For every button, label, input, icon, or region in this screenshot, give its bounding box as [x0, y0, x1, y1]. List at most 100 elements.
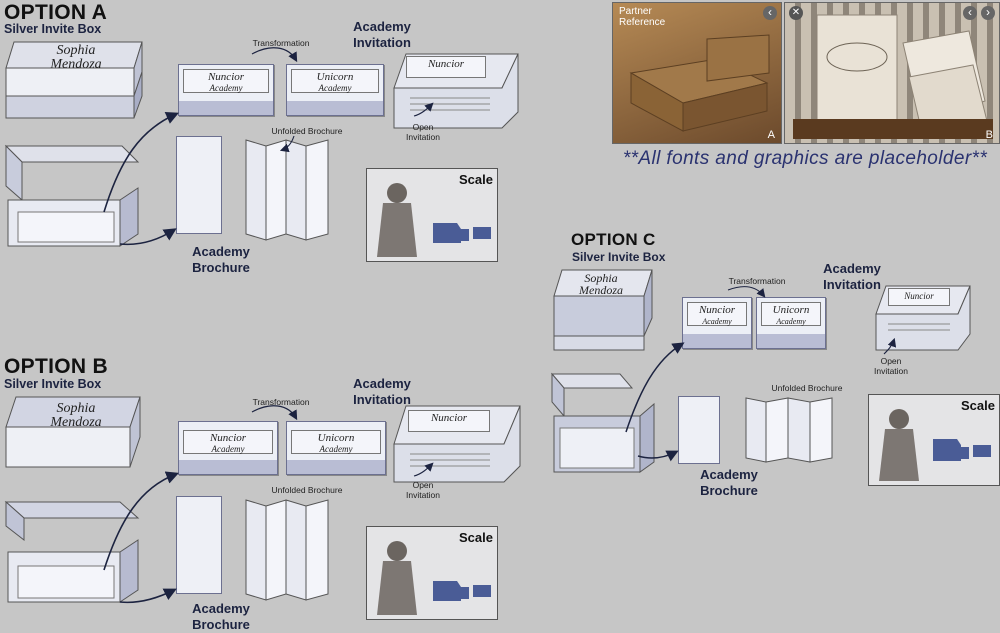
label-line: Brochure	[192, 260, 250, 275]
academy-invitation-label-a: Academy Invitation	[346, 19, 418, 51]
box-name-c: Sophia Mendoza	[566, 272, 636, 296]
photo-b-close-button[interactable]: ✕	[789, 6, 803, 20]
label-line: Reference	[619, 17, 666, 28]
label-line: Invitation	[405, 132, 441, 142]
card-subtitle: Academy	[702, 317, 732, 326]
box-name-line1: Sophia	[56, 43, 96, 58]
label-line: Academy	[700, 467, 758, 482]
reference-photo-a: Partner Reference ‹ A	[612, 2, 782, 144]
label-line: Brochure	[192, 617, 250, 632]
option-b-subtitle: Silver Invite Box	[4, 377, 102, 391]
label-line: Open	[412, 480, 434, 490]
label-line: Invitation	[353, 392, 411, 407]
label-line: Invitation	[873, 366, 909, 376]
box-name-line1: Sophia	[56, 401, 96, 416]
photo-a-letter: A	[767, 129, 775, 141]
photo-a-prev-button[interactable]: ‹	[763, 6, 777, 20]
label-line: Open	[880, 356, 902, 366]
gold-box-photo	[629, 34, 770, 132]
option-b-title: OPTION B	[4, 355, 108, 378]
unfolded-brochure-a	[245, 139, 329, 241]
box-name-line1: Sophia	[584, 271, 618, 285]
open-invitation-label-c: Open Invitation	[866, 356, 916, 376]
scale-title-a: Scale	[459, 172, 493, 187]
card-subtitle: Academy	[319, 444, 353, 454]
label-line: Academy	[823, 261, 881, 276]
unfolded-brochure-label-b: Unfolded Brochure	[271, 485, 343, 495]
box-name-line2: Mendoza	[579, 283, 623, 297]
box-name-line2: Mendoza	[50, 415, 102, 430]
label-line: Invitation	[353, 35, 411, 50]
scale-title-b: Scale	[459, 530, 493, 545]
unfolded-brochure-label-c: Unfolded Brochure	[771, 383, 843, 393]
label-line: Academy	[192, 244, 250, 259]
label-line: Invitation	[405, 490, 441, 500]
card-title: Nuncior	[209, 432, 247, 444]
option-c-title: OPTION C	[571, 230, 656, 249]
open-box-a	[4, 144, 140, 247]
academy-brochure-label-c: Academy Brochure	[692, 467, 766, 499]
transformation-label-c: Transformation	[728, 276, 786, 286]
academy-invitation-label-c: Academy Invitation	[820, 261, 884, 293]
card-subtitle: Academy	[776, 317, 806, 326]
card-title: Nuncior	[698, 304, 736, 316]
photo-b-letter: B	[985, 129, 993, 141]
placeholder-note: **All fonts and graphics are placeholder…	[622, 148, 988, 169]
label-line: Partner	[619, 6, 652, 17]
scale-figure-a	[377, 183, 491, 257]
card-title: Unicorn	[317, 432, 355, 444]
scale-figure-b	[377, 541, 491, 615]
unfolded-brochure-b	[245, 499, 329, 601]
invitation-photo	[793, 14, 993, 139]
label-line: Academy	[353, 19, 411, 34]
photo-b-prev-button[interactable]: ‹	[963, 6, 977, 20]
open-box-b	[4, 500, 140, 603]
unfolded-brochure-label-a: Unfolded Brochure	[271, 126, 343, 136]
card-subtitle: Academy	[211, 444, 245, 454]
box-name-a: Sophia Mendoza	[26, 44, 126, 72]
brochure-front-a	[176, 136, 222, 234]
reference-photo-b: ✕ ‹ › B	[784, 2, 1000, 144]
closed-box-a	[5, 41, 143, 119]
brochure-front-c	[678, 396, 720, 464]
card-title: Nuncior	[430, 412, 468, 424]
card-subtitle: Academy	[318, 83, 352, 93]
invitation-header-b: Nuncior	[408, 410, 490, 432]
transformation-label-a: Transformation	[252, 38, 310, 48]
open-invitation-label-b: Open Invitation	[398, 480, 448, 500]
box-name-line2: Mendoza	[50, 57, 102, 72]
scale-title-c: Scale	[961, 398, 995, 413]
label-line: Academy	[353, 376, 411, 391]
option-a-subtitle: Silver Invite Box	[4, 22, 102, 36]
scale-panel-c: Scale	[868, 394, 1000, 486]
scale-figure-c	[879, 409, 991, 481]
open-invitation-label-a: Open Invitation	[398, 122, 448, 142]
scale-panel-a: Scale	[366, 168, 498, 262]
academy-brochure-label-a: Academy Brochure	[184, 244, 258, 276]
card-title: Unicorn	[316, 71, 354, 83]
box-name-b: Sophia Mendoza	[26, 402, 126, 430]
option-c-subtitle: Silver Invite Box	[572, 250, 666, 264]
photo-b-next-button[interactable]: ›	[981, 6, 995, 20]
invitation-header-c: Nuncior	[888, 288, 950, 306]
card-title: Nuncior	[427, 58, 465, 70]
label-line: Open	[412, 122, 434, 132]
academy-brochure-label-b: Academy Brochure	[184, 601, 258, 633]
label-line: Academy	[192, 601, 250, 616]
unfolded-brochure-c	[745, 397, 833, 463]
closed-box-c	[553, 269, 653, 351]
card-title: Unicorn	[772, 304, 810, 316]
partner-reference-label: Partner Reference	[619, 6, 665, 28]
card-title: Nuncior	[207, 71, 245, 83]
label-line: Brochure	[700, 483, 758, 498]
option-a-title: OPTION A	[4, 1, 108, 24]
closed-box-b	[5, 396, 141, 468]
card-subtitle: Academy	[209, 83, 243, 93]
brochure-front-b	[176, 496, 222, 594]
transformation-label-b: Transformation	[252, 397, 310, 407]
